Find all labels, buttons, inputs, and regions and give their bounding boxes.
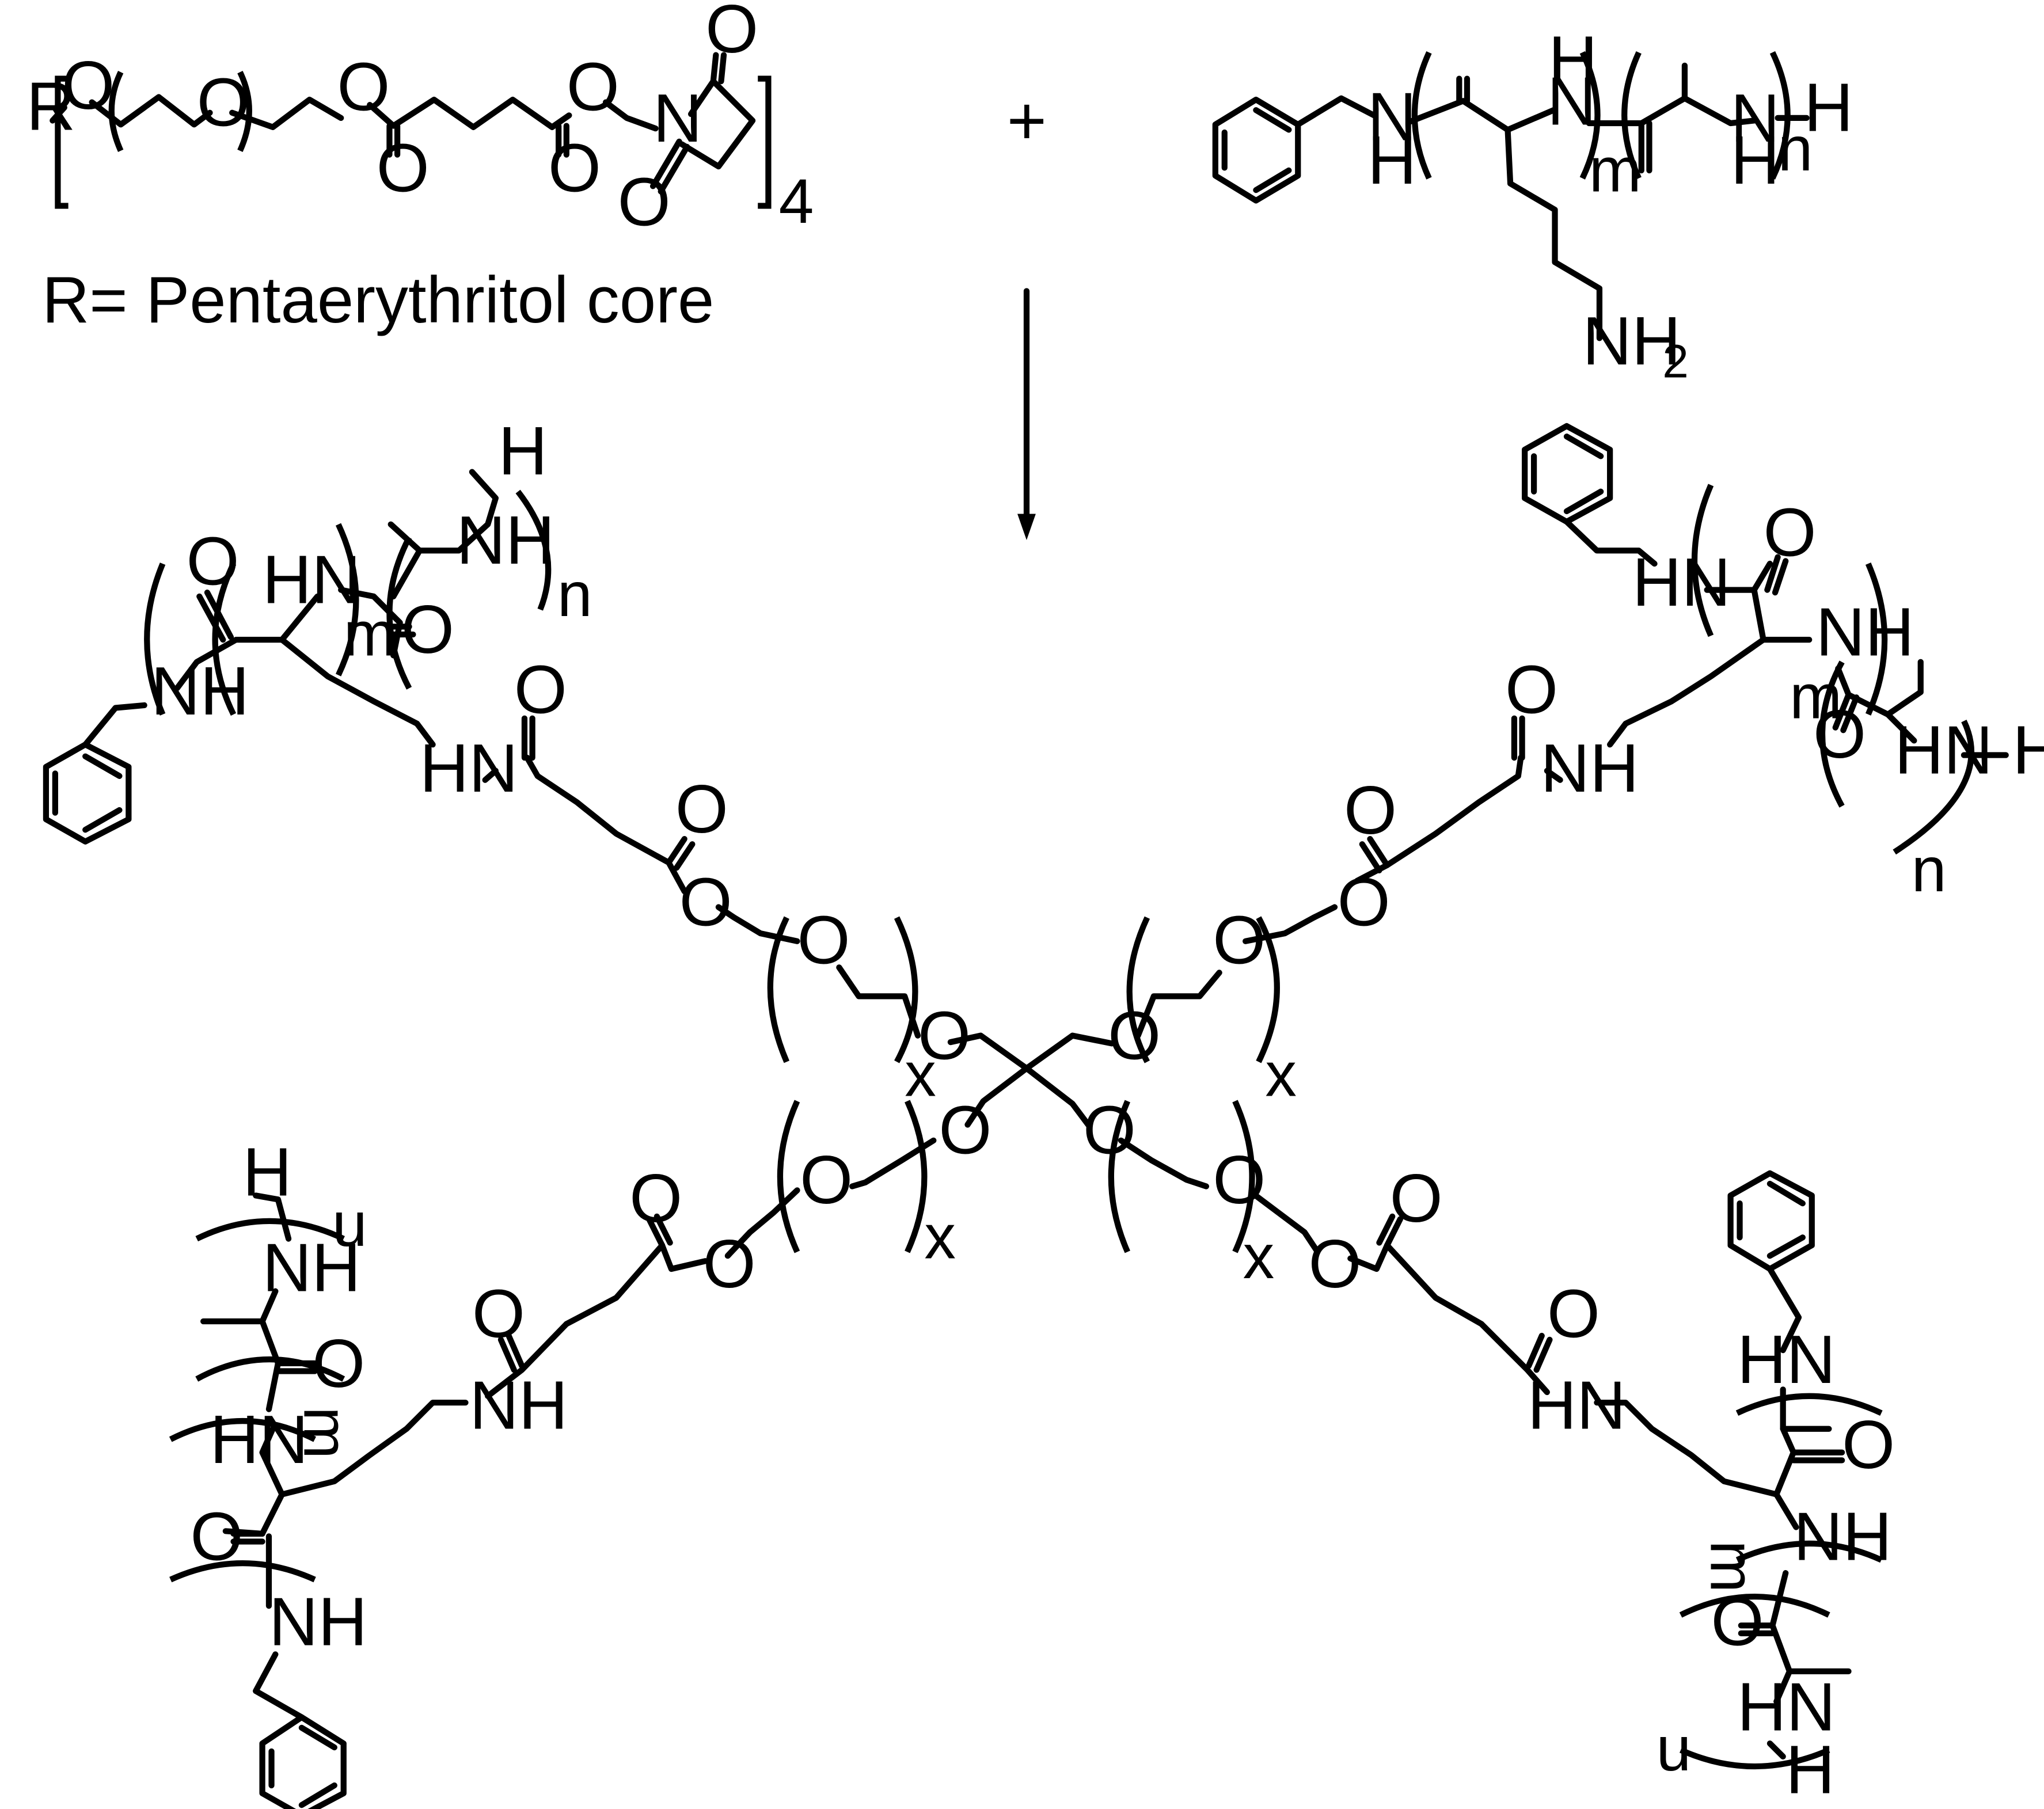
index-n: n bbox=[1657, 1723, 1692, 1793]
index-x: x bbox=[924, 1202, 956, 1272]
hn-label: HN bbox=[1737, 1322, 1836, 1398]
atom-h: H bbox=[1367, 123, 1416, 199]
atom-o: O bbox=[679, 864, 732, 940]
atom-n: N bbox=[1547, 63, 1597, 139]
atom-nh: NH bbox=[151, 653, 249, 729]
index-x: x bbox=[1243, 1222, 1275, 1292]
product-star-polymer: O x O O O O HN O NH HN m O NH H bbox=[43, 413, 2044, 1809]
repeat-count: 4 bbox=[779, 166, 814, 237]
index-n: n bbox=[1912, 835, 1947, 905]
hn-label: HN bbox=[1528, 1368, 1626, 1444]
atom-o: O bbox=[797, 902, 850, 978]
index-n: n bbox=[557, 560, 592, 630]
hn-label: HN bbox=[210, 1402, 309, 1478]
atom-o: O bbox=[472, 1276, 525, 1352]
atom-o: O bbox=[918, 998, 971, 1074]
atom-o: O bbox=[705, 0, 758, 67]
atom-o: O bbox=[377, 130, 430, 206]
atom-h: H bbox=[498, 413, 548, 489]
atom-o: O bbox=[401, 592, 454, 668]
atom-nh: NH bbox=[469, 1368, 568, 1444]
index-n: n bbox=[332, 1199, 367, 1269]
reaction-arrow bbox=[1017, 288, 1036, 541]
atom-n: N bbox=[1731, 81, 1780, 157]
atom-o: O bbox=[703, 1226, 756, 1302]
atom-o: O bbox=[675, 772, 728, 848]
atom-o: O bbox=[312, 1326, 365, 1402]
index-x: x bbox=[905, 1039, 936, 1109]
atom-nh: NH bbox=[1816, 594, 1914, 670]
atom-o: O bbox=[1344, 773, 1397, 849]
index-m: m bbox=[290, 1407, 360, 1459]
atom-h: H bbox=[1548, 23, 1598, 99]
atom-o: O bbox=[1213, 1142, 1266, 1218]
atom-h: H bbox=[1785, 1732, 1835, 1808]
terminal-h: H bbox=[1804, 70, 1853, 146]
atom-o: O bbox=[1547, 1276, 1600, 1352]
r-definition: R= Pentaerythritol core bbox=[42, 264, 714, 337]
reagent-benzyl-polypeptide: N H N H NH 2 m N H H n bbox=[1212, 23, 1853, 388]
index-m: m bbox=[1697, 1540, 1767, 1593]
hn-label: HN bbox=[263, 542, 361, 618]
atom-nh: NH bbox=[457, 503, 555, 579]
atom-o: O bbox=[629, 1161, 682, 1237]
atom-h: H bbox=[2012, 712, 2044, 788]
atom-nh: NH bbox=[269, 1584, 367, 1660]
nh2-subscript: 2 bbox=[1662, 336, 1689, 388]
atom-n: N bbox=[1367, 79, 1416, 155]
hn-label: HN bbox=[420, 731, 518, 807]
index-x: x bbox=[1265, 1039, 1297, 1109]
atom-o: O bbox=[939, 1093, 991, 1169]
atom-o: O bbox=[187, 523, 240, 599]
reagent-peg-nhs: R O O O O O O N O O 4 bbox=[26, 0, 814, 241]
hn-label: HN bbox=[1737, 1669, 1836, 1745]
hn-label: HN bbox=[1894, 712, 1993, 788]
atom-o: O bbox=[514, 652, 567, 728]
atom-nh: NH bbox=[263, 1230, 361, 1306]
atom-h: H bbox=[1731, 123, 1780, 199]
atom-o: O bbox=[1308, 1226, 1361, 1302]
atom-o: O bbox=[1505, 652, 1558, 728]
r-label: R bbox=[26, 69, 75, 145]
atom-o: O bbox=[1390, 1161, 1443, 1237]
plus-sign: + bbox=[1007, 83, 1047, 159]
atom-h: H bbox=[242, 1134, 292, 1210]
atom-o: O bbox=[567, 49, 620, 125]
atom-o: O bbox=[1842, 1407, 1895, 1483]
nh2-label: NH bbox=[1582, 303, 1681, 379]
atom-o: O bbox=[800, 1142, 853, 1218]
index-n: n bbox=[1778, 114, 1813, 184]
atom-o: O bbox=[1764, 495, 1817, 571]
atom-nh: NH bbox=[1794, 1499, 1892, 1575]
atom-nh: NH bbox=[1540, 731, 1639, 807]
atom-o: O bbox=[618, 165, 671, 241]
atom-o: O bbox=[548, 130, 601, 206]
